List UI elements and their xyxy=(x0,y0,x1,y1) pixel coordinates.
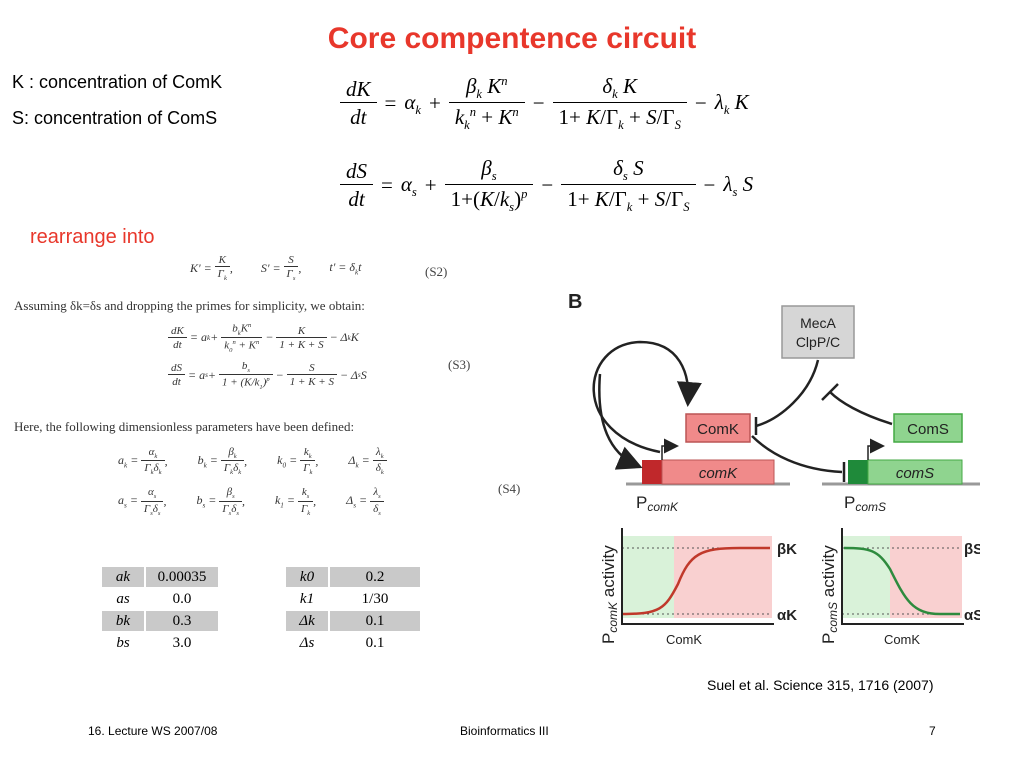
param-symbol: Δk xyxy=(286,611,328,631)
param-symbol: k1 xyxy=(299,590,315,607)
comk-gene-box xyxy=(661,459,775,485)
citation: Suel et al. Science 315, 1716 (2007) xyxy=(707,677,934,693)
coms-protein-box xyxy=(893,413,963,443)
coms-protein-label: ComS xyxy=(907,421,949,438)
comk-activity-plot: ComK βK αK PcomK activity xyxy=(599,528,797,647)
footer-course: Bioinformatics III xyxy=(460,724,549,738)
table-row: k1 1/30 xyxy=(286,589,420,609)
param-value: 0.1 xyxy=(328,633,420,653)
definition-k: K : concentration of ComK xyxy=(12,72,223,92)
coms-transcription-arrow xyxy=(867,438,885,460)
coms-inhibit-meca xyxy=(829,391,893,426)
table-row: bs 3.0 xyxy=(102,633,218,653)
param-symbol: as xyxy=(116,590,130,607)
comk-self-activation-arrow xyxy=(592,340,702,454)
plot-axes xyxy=(621,528,774,625)
param-symbol: bs xyxy=(116,634,130,651)
definition-s: S: concentration of ComS xyxy=(12,108,218,128)
param-symbol: ak xyxy=(102,567,144,587)
plot-x-label: ComK xyxy=(666,632,702,647)
plot-axes xyxy=(841,528,964,625)
comk-repress-coms xyxy=(751,435,843,474)
footer-lecture: 16. Lecture WS 2007/08 xyxy=(88,724,218,738)
param-value: 0.00035 xyxy=(144,567,218,587)
comk-promoter-block xyxy=(642,460,662,484)
assumption-text: Assuming δk=δs and dropping the primes f… xyxy=(14,298,365,313)
table-row: as 0.0 xyxy=(102,589,218,609)
plot-y-label: PcomK activity xyxy=(599,545,620,644)
comk-gene-label: comK xyxy=(699,465,738,482)
table-row: Δs 0.1 xyxy=(286,633,420,653)
comk-protein-label: ComK xyxy=(697,421,739,438)
panel-label: B xyxy=(568,291,582,313)
coms-activity-plot: ComK βS αS PcomS activity xyxy=(819,528,980,647)
param-symbol: k0 xyxy=(286,567,328,587)
unused xyxy=(622,432,686,459)
comk-promoter-label: PcomK xyxy=(636,493,679,514)
page-number: 7 xyxy=(929,724,936,738)
clpp-label: ClpP/C xyxy=(796,334,840,350)
coms-inhibit-bar xyxy=(821,383,839,401)
equation-label-s3: (S3) xyxy=(448,357,471,372)
beta-s-label: βS xyxy=(964,541,980,558)
comk-activity-curve xyxy=(621,546,770,616)
parameters-text: Here, the following dimensionless parame… xyxy=(14,419,355,434)
comk-protein-box xyxy=(685,413,751,443)
param-value: 0.0 xyxy=(144,589,218,609)
equation-label-s4: (S4) xyxy=(498,481,521,496)
param-value: 0.2 xyxy=(328,567,420,587)
slide-title: Core compentence circuit xyxy=(327,22,697,55)
param-value: 1/30 xyxy=(328,589,420,609)
beta-k-label: βK xyxy=(777,541,797,558)
meca-label: MecA xyxy=(800,315,836,331)
coms-promoter-block xyxy=(848,460,868,484)
circuit-figure: B MecA ClpP/C ComK ComS comK comS PcomK … xyxy=(568,291,980,647)
param-value: 0.1 xyxy=(328,611,420,631)
plot-x-label: ComK xyxy=(884,632,920,647)
param-value: 0.3 xyxy=(144,611,218,631)
param-value: 3.0 xyxy=(144,633,218,653)
comk-to-promoter-arrow xyxy=(598,373,643,470)
alpha-k-label: αK xyxy=(777,607,797,624)
alpha-s-label: αS xyxy=(964,607,980,624)
param-symbol: Δs xyxy=(299,634,315,651)
plot-y-label: PcomS activity xyxy=(819,545,840,644)
coms-activity-curve xyxy=(843,546,960,616)
equation-label-s2: (S2) xyxy=(425,264,448,279)
coms-promoter-label: PcomS xyxy=(844,493,886,514)
comk-transcription-arrow xyxy=(661,438,679,460)
meca-repress-comk xyxy=(755,359,820,428)
red-region xyxy=(890,536,962,618)
coms-gene-box xyxy=(867,459,963,485)
rearrange-label: rearrange into xyxy=(30,226,155,248)
param-symbol: bk xyxy=(102,611,144,631)
coms-gene-label: comS xyxy=(896,465,934,482)
meca-box xyxy=(781,305,855,359)
